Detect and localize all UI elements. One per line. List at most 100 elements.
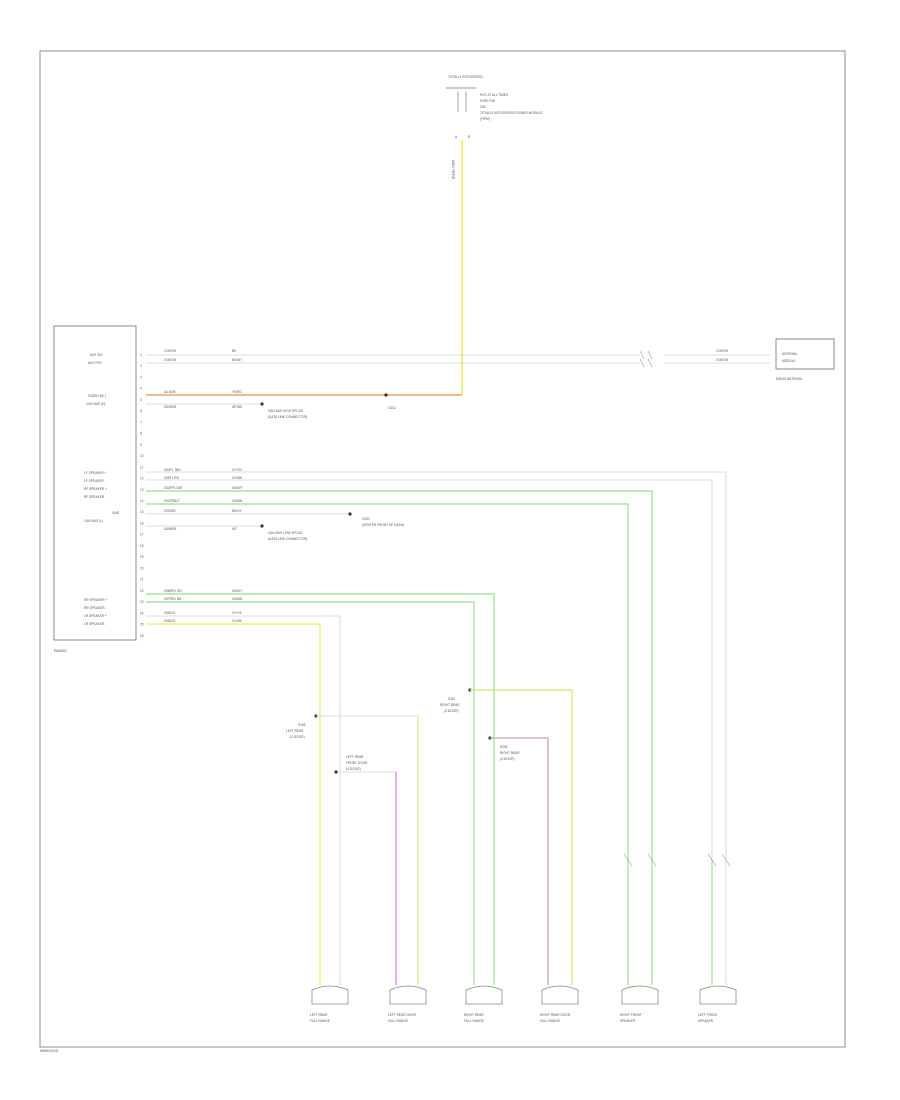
fused-b-wire-color: YE/RD (232, 390, 242, 394)
pin-number-6: 6 (140, 409, 142, 413)
fused-b-wire-label: A4 4DM (164, 390, 176, 394)
pin-label-12: LF SPEAKER - (84, 479, 106, 483)
antenna-line-2: MODULE (782, 359, 796, 363)
speaker-sublabel-3: FULL RANGE (464, 1019, 484, 1023)
speaker-1: LEFT REAR FULL RANGE (310, 985, 349, 1023)
pin-number-3: 3 (140, 376, 142, 380)
antenna-wire-1: X1MT05 (164, 349, 176, 353)
wire-25: X55LR1 (164, 619, 176, 623)
pin-number-11: 11 (140, 465, 144, 469)
speaker-label-1: LEFT REAR (310, 1013, 328, 1017)
pin-number-16: 16 (140, 522, 144, 526)
pin-number-4: 4 (140, 387, 142, 391)
speakers: LEFT REAR FULL RANGE LEFT REAR DOOR FULL RA… (310, 985, 737, 1023)
speaker-wires: X54F1 TBN GY/TN X55F1 RN GY/BN X53FP1 DB… (146, 468, 727, 860)
splice-can-l-title: CAN BUS LOW SPLICE (268, 531, 303, 535)
antenna-module (775, 338, 835, 370)
splice-can-h-desc: (DATA LINK CONNECTOR) (268, 415, 307, 419)
diagram-frame (39, 50, 846, 1048)
pin-number-5: 5 (140, 398, 142, 402)
fuse-block-title: TOTALLY INTEGRATED (448, 75, 483, 79)
antenna-label: RADIO ANTENNA (776, 377, 803, 381)
pin-number-21: 21 (140, 578, 144, 582)
pin-number-17: 17 (140, 533, 144, 537)
speaker-sublabel-5: SPEAKER (620, 1019, 636, 1023)
pin-number-14: 14 (140, 499, 144, 503)
ground-fuse: G202 (388, 406, 396, 410)
pin-label-11: LF SPEAKER + (84, 471, 107, 475)
antenna-wire-2: X1MT06 (164, 358, 176, 362)
wire-13: X53FP1 DBT (164, 486, 183, 490)
power-can-wires: A4 4DM YE/RD D64HSB WT/BK CAN BUS HIGH S… (146, 390, 396, 419)
fuse-block-line-4: TOTALLY INTEGRATED POWER MODULE (480, 111, 542, 115)
can-h-wire: D64HSB (164, 405, 176, 409)
fuse-block: TOTALLY INTEGRATED HOT AT ALL TIMES FUSE… (446, 75, 542, 180)
pin-label-24: LR SPEAKER + (84, 614, 107, 618)
pin-number-24: 24 (140, 611, 144, 615)
radio-module (53, 325, 137, 641)
pin-label-14: RF SPEAKER - (84, 495, 106, 499)
right-splice-1: S110 (448, 697, 455, 701)
diagram-number: W000XXX (40, 1048, 59, 1053)
speaker-label-4: RIGHT REAR DOOR (540, 1013, 571, 1017)
radio-pin-labels: ANT SIG ANT RTN FUSED B(+) CAN BUS (H) L… (84, 353, 120, 626)
pin-label-16: CAN BUS (L) (84, 519, 103, 523)
wire-16-color: WT (232, 527, 237, 531)
pin-number-19: 19 (140, 555, 144, 559)
ground-g: G201 (362, 517, 370, 521)
wire-13-color: GN/WT (232, 486, 243, 490)
pin-number-1: 1 (140, 353, 142, 357)
speaker-label-3: RIGHT REAR (464, 1013, 484, 1017)
wire-15-color: BK/GY (232, 509, 243, 513)
left-splice-1: S109 (298, 723, 306, 727)
pin-number-12: 12 (140, 477, 144, 481)
ground-g-desc: (CENTER FRONT OF DASH) (362, 523, 404, 527)
pin-number-23: 23 (140, 600, 144, 604)
radio-pin-numbers: 1234567891011121314151617181920212223242… (140, 353, 144, 638)
left-splice2-1: LEFT REAR (346, 755, 364, 759)
right-splice-3: (2-DOOR) (444, 709, 459, 713)
pin-label-25: LR SPEAKER - (84, 622, 106, 626)
fuse-pin-b: B (468, 135, 470, 139)
wire-12-color: GY/BN (232, 476, 243, 480)
antenna-pin-1: X1MT05 (716, 349, 728, 353)
pin-number-8: 8 (140, 432, 142, 436)
right-splice2-1: S206 (500, 745, 508, 749)
wire-11: X54F1 TBN (164, 468, 181, 472)
speaker-label-6: LEFT FRONT (698, 1013, 718, 1017)
speaker-label-2: LEFT REAR DOOR (388, 1013, 417, 1017)
pin-label-2: ANT RTN (88, 361, 102, 365)
left-splice2-2: FRONT DOOR (346, 761, 368, 765)
pin-label-22: RR SPEAKER + (84, 598, 107, 602)
wire-23: X57RR1 BN (164, 597, 182, 601)
wire-24: X56LR1 (164, 611, 176, 615)
pin-label-4: FUSED B(+) (88, 394, 106, 398)
right-splice2-3: (4-DOOR) (500, 757, 515, 761)
pin-number-25: 25 (140, 623, 144, 627)
wire-22-color: GN/GY (232, 589, 243, 593)
left-splice-2: LEFT REAR (286, 729, 304, 733)
pin-number-7: 7 (140, 420, 142, 424)
speaker-sublabel-1: FULL RANGE (310, 1019, 330, 1023)
pin-number-15: 15 (140, 510, 144, 514)
speaker-sublabel-4: FULL RANGE (540, 1019, 560, 1023)
pin-number-20: 20 (140, 566, 144, 570)
fuse-block-line-3: 20A (480, 105, 487, 109)
pin-number-22: 22 (140, 589, 144, 593)
wire-16: D65HSB (164, 527, 176, 531)
wire-23-color: GN/BN (232, 597, 243, 601)
right-splice2-2: RIGHT REAR (500, 751, 520, 755)
pin-label-15: GND (112, 511, 120, 515)
splice-can-h-title: CAN BUS HIGH SPLICE (268, 409, 303, 413)
wire-15: Z920SB (164, 509, 176, 513)
fuse-wire-label: A400 YE/RD (451, 160, 455, 180)
left-rear-routing: S109 LEFT REAR (2-DOOR) LEFT REAR FRONT … (286, 690, 419, 985)
wire-22: X58RR1 GD (164, 589, 182, 593)
pin-label-13: RF SPEAKER + (84, 487, 107, 491)
pin-number-9: 9 (140, 443, 142, 447)
wire-14: X52FRB1T (164, 499, 180, 503)
antenna-wire-1-color: BK (232, 349, 237, 353)
pin-number-13: 13 (140, 488, 144, 492)
